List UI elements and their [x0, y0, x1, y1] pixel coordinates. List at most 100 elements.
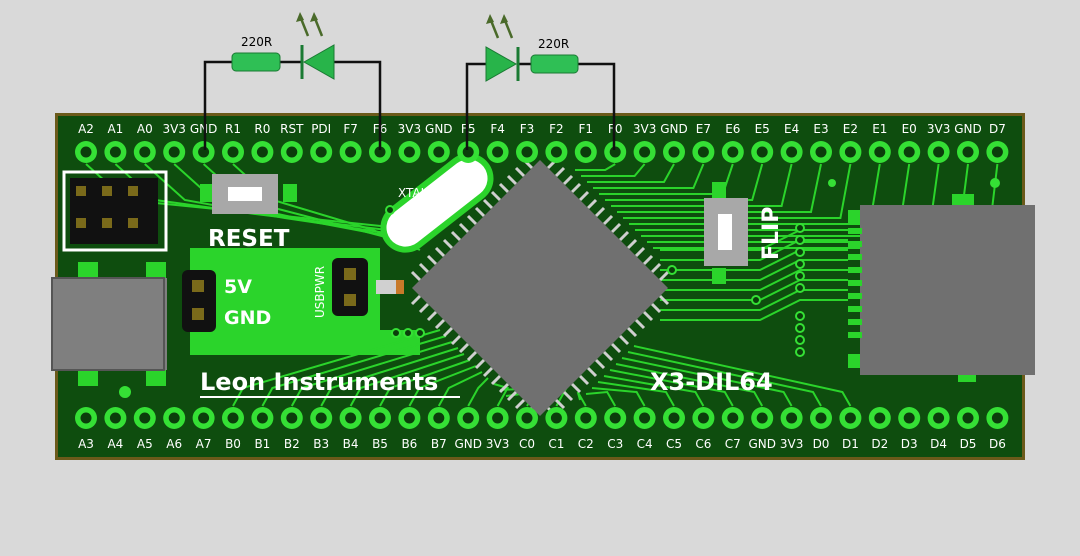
bottom-pad-hole — [198, 412, 210, 424]
model-label: X3-DIL64 — [650, 368, 773, 396]
bottom-pad-hole — [109, 412, 121, 424]
top-pad-hole — [962, 146, 974, 158]
top-pad-hole — [109, 146, 121, 158]
bottom-pin-label: A6 — [166, 437, 182, 451]
bottom-pad-hole — [139, 412, 151, 424]
top-pin-label: GND — [954, 122, 982, 136]
top-pin-label: PDI — [311, 122, 331, 136]
bottom-pin-label: D5 — [960, 437, 977, 451]
external-circuit-right: 220R — [465, 14, 616, 150]
bottom-pad-hole — [521, 412, 533, 424]
bottom-pin-label: B2 — [284, 437, 300, 451]
resistor-icon — [231, 52, 281, 72]
bottom-pad-hole — [697, 412, 709, 424]
top-pad-hole — [139, 146, 151, 158]
bottom-pin-label: A7 — [196, 437, 212, 451]
top-pad-hole — [874, 146, 886, 158]
microcontroller-chip-icon — [410, 158, 670, 418]
flip-switch-icon[interactable]: FLIP — [704, 182, 784, 284]
resistor-icon — [530, 54, 579, 74]
top-pad-hole — [403, 146, 415, 158]
top-pad-hole — [433, 146, 445, 158]
bottom-pin-label: D2 — [871, 437, 888, 451]
label-gnd: GND — [224, 307, 271, 329]
bottom-pad-hole — [256, 412, 268, 424]
bottom-pad-hole — [815, 412, 827, 424]
bottom-pad-hole — [991, 412, 1003, 424]
bottom-pin-label: D0 — [813, 437, 830, 451]
brand-label: Leon Instruments — [200, 368, 438, 396]
top-pin-label: F4 — [490, 122, 505, 136]
top-pad-hole — [521, 146, 533, 158]
left-resistor-label: 220R — [241, 35, 272, 49]
label-reset: RESET — [208, 226, 290, 252]
top-pin-label: E4 — [784, 122, 799, 136]
bottom-pad-hole — [374, 412, 386, 424]
bottom-pin-label: D4 — [930, 437, 947, 451]
external-circuit-left: 220R — [203, 12, 382, 150]
top-pin-label: GND — [660, 122, 688, 136]
top-pin-label: A2 — [78, 122, 94, 136]
top-pad-hole — [991, 146, 1003, 158]
top-pad-hole — [345, 146, 357, 158]
bottom-pad-hole — [168, 412, 180, 424]
top-pad-hole — [550, 146, 562, 158]
top-pin-label: F7 — [343, 122, 358, 136]
bottom-pin-label: C3 — [607, 437, 623, 451]
bottom-pad-hole — [962, 412, 974, 424]
bottom-pad-hole — [844, 412, 856, 424]
top-pad-hole — [903, 146, 915, 158]
reset-button-icon[interactable]: RESET — [200, 174, 297, 252]
top-pin-label: E6 — [725, 122, 740, 136]
bottom-pin-label: B3 — [313, 437, 329, 451]
top-pad-hole — [756, 146, 768, 158]
top-pin-label: GND — [190, 122, 218, 136]
bottom-pin-label: B1 — [254, 437, 270, 451]
top-pin-label: A1 — [107, 122, 123, 136]
bottom-pad-hole — [668, 412, 680, 424]
usb-connector-icon — [51, 262, 167, 398]
bottom-pad-hole — [639, 412, 651, 424]
top-pin-label: A0 — [137, 122, 153, 136]
top-pad-hole — [256, 146, 268, 158]
top-pin-label: R0 — [254, 122, 270, 136]
bottom-pin-label: 3V3 — [780, 437, 803, 451]
usbpwr-jumper: USBPWR — [313, 258, 404, 318]
top-pin-label: F1 — [579, 122, 594, 136]
bottom-pin-label: D3 — [901, 437, 918, 451]
top-pin-label: 3V3 — [927, 122, 950, 136]
bottom-pad-hole — [609, 412, 621, 424]
bottom-pad-hole — [80, 412, 92, 424]
top-pin-label: 3V3 — [398, 122, 421, 136]
bottom-pin-label: C6 — [695, 437, 711, 451]
brand-silk: Leon Instruments X3-DIL64 — [200, 368, 773, 398]
led-icon — [485, 14, 520, 82]
bottom-pad-hole — [786, 412, 798, 424]
power-jumper: 5V GND — [182, 270, 271, 332]
top-pad-hole — [580, 146, 592, 158]
bottom-pad-hole — [403, 412, 415, 424]
top-pad-hole — [727, 146, 739, 158]
vias — [385, 205, 805, 357]
label-usbpwr: USBPWR — [313, 266, 327, 318]
bottom-pin-label: A4 — [107, 437, 123, 451]
bottom-pin-label: B6 — [401, 437, 417, 451]
bottom-pad-hole — [315, 412, 327, 424]
bottom-pad-hole — [756, 412, 768, 424]
bottom-pad-hole — [492, 412, 504, 424]
top-pad-hole — [198, 146, 210, 158]
bottom-pin-label: A3 — [78, 437, 94, 451]
bottom-pin-label: D6 — [989, 437, 1006, 451]
top-pin-label: E5 — [755, 122, 770, 136]
top-pin-label: RST — [280, 122, 304, 136]
bottom-pad-hole — [933, 412, 945, 424]
bottom-pin-label: C2 — [578, 437, 594, 451]
bottom-pad-hole — [903, 412, 915, 424]
bottom-pin-label: GND — [454, 437, 482, 451]
top-pad-hole — [697, 146, 709, 158]
bottom-pin-label: B4 — [343, 437, 359, 451]
bottom-pin-label: B0 — [225, 437, 241, 451]
top-pad-hole — [786, 146, 798, 158]
top-pin-label: 3V3 — [162, 122, 185, 136]
